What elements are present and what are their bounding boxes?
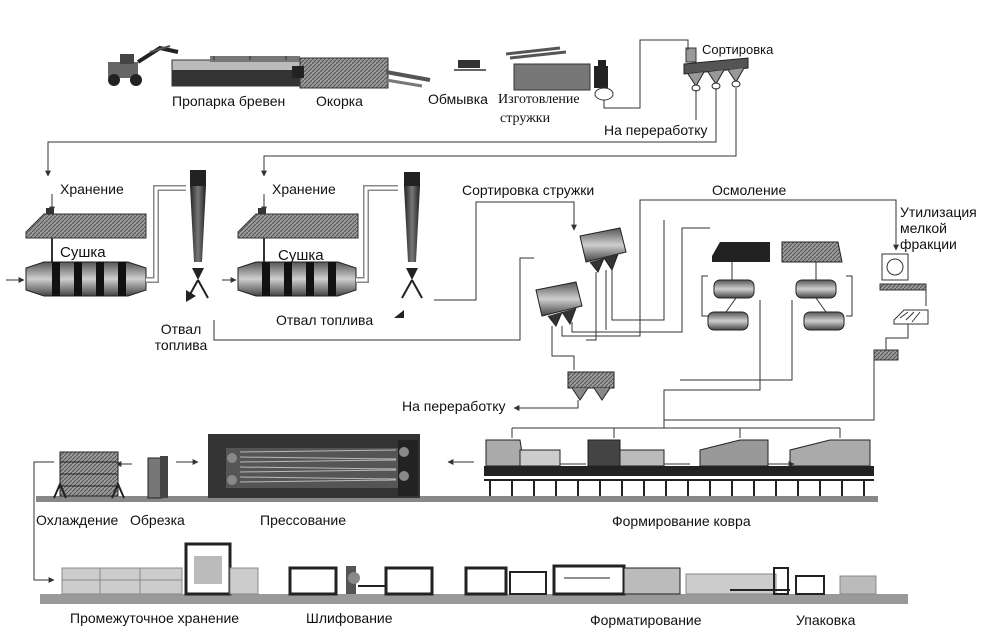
cyclone-2 [394, 172, 423, 318]
label-sorting: Сортировка [702, 42, 774, 57]
label-cooling: Охлаждение [36, 512, 119, 528]
label-fuel-dump-2: Отвал топлива [276, 312, 374, 328]
label-fuel-dump-1b: топлива [154, 337, 208, 353]
label-chip-making-1: Изготовление [498, 92, 580, 107]
sizing-machines [464, 564, 681, 596]
resin-blender-right [781, 241, 845, 331]
hot-press [208, 434, 420, 498]
label-steaming: Пропарка бревен [172, 93, 286, 109]
mat-forming-line [484, 427, 874, 496]
cooling-wheel [53, 451, 125, 499]
label-fines-2: мелкой [900, 220, 948, 236]
resin-blender-left [707, 242, 770, 331]
label-fuel-dump-1a: Отвал [160, 321, 202, 337]
label-storage-2: Хранение [272, 181, 336, 197]
storage-bin-2 [237, 194, 359, 239]
debarking-drum [292, 57, 431, 89]
fines-utilisation-unit [664, 253, 929, 421]
label-fines-3: фракции [900, 236, 957, 252]
label-debarking: Окорка [316, 93, 363, 109]
label-packing: Упаковка [796, 612, 856, 628]
label-storage-1: Хранение [60, 181, 124, 197]
label-chip-making-2: стружки [500, 111, 551, 126]
trimming-saw [115, 456, 199, 499]
label-fines-1: Утилизация [900, 204, 977, 220]
log-loader-icon [108, 45, 179, 86]
label-sanding: Шлифование [306, 610, 393, 626]
label-chip-sorting: Сортировка стружки [462, 182, 595, 198]
label-sizing: Форматирование [590, 612, 702, 628]
label-resining: Осмоление [712, 182, 787, 198]
chipper-machine [505, 46, 614, 101]
intermediate-storage [61, 542, 259, 596]
packing-line [685, 567, 877, 595]
cyclone-1 [186, 170, 209, 302]
sanding-machines [288, 566, 434, 596]
label-mat-forming: Формирование ковра [612, 513, 751, 529]
log-steaming-chamber [171, 56, 301, 87]
label-drying-2: Сушка [278, 247, 324, 264]
label-to-processing-top: На переработку [604, 122, 708, 138]
label-to-processing-mid: На переработку [402, 398, 506, 414]
chip-sorter-upper [579, 227, 627, 273]
dryer-drum-2 [222, 185, 398, 297]
log-washer [454, 60, 486, 71]
sorting-screen-mid [513, 371, 615, 411]
dryer-drum-1 [6, 185, 186, 297]
label-intermediate-storage: Промежуточное хранение [70, 610, 240, 626]
label-pressing: Прессование [260, 512, 346, 528]
sorting-screen-top [683, 47, 749, 92]
label-drying-1: Сушка [60, 244, 106, 261]
label-washing: Обмывка [428, 91, 488, 107]
label-trimming: Обрезка [130, 512, 185, 528]
chip-sorter-lower [535, 281, 583, 327]
storage-bin-1 [25, 194, 147, 239]
